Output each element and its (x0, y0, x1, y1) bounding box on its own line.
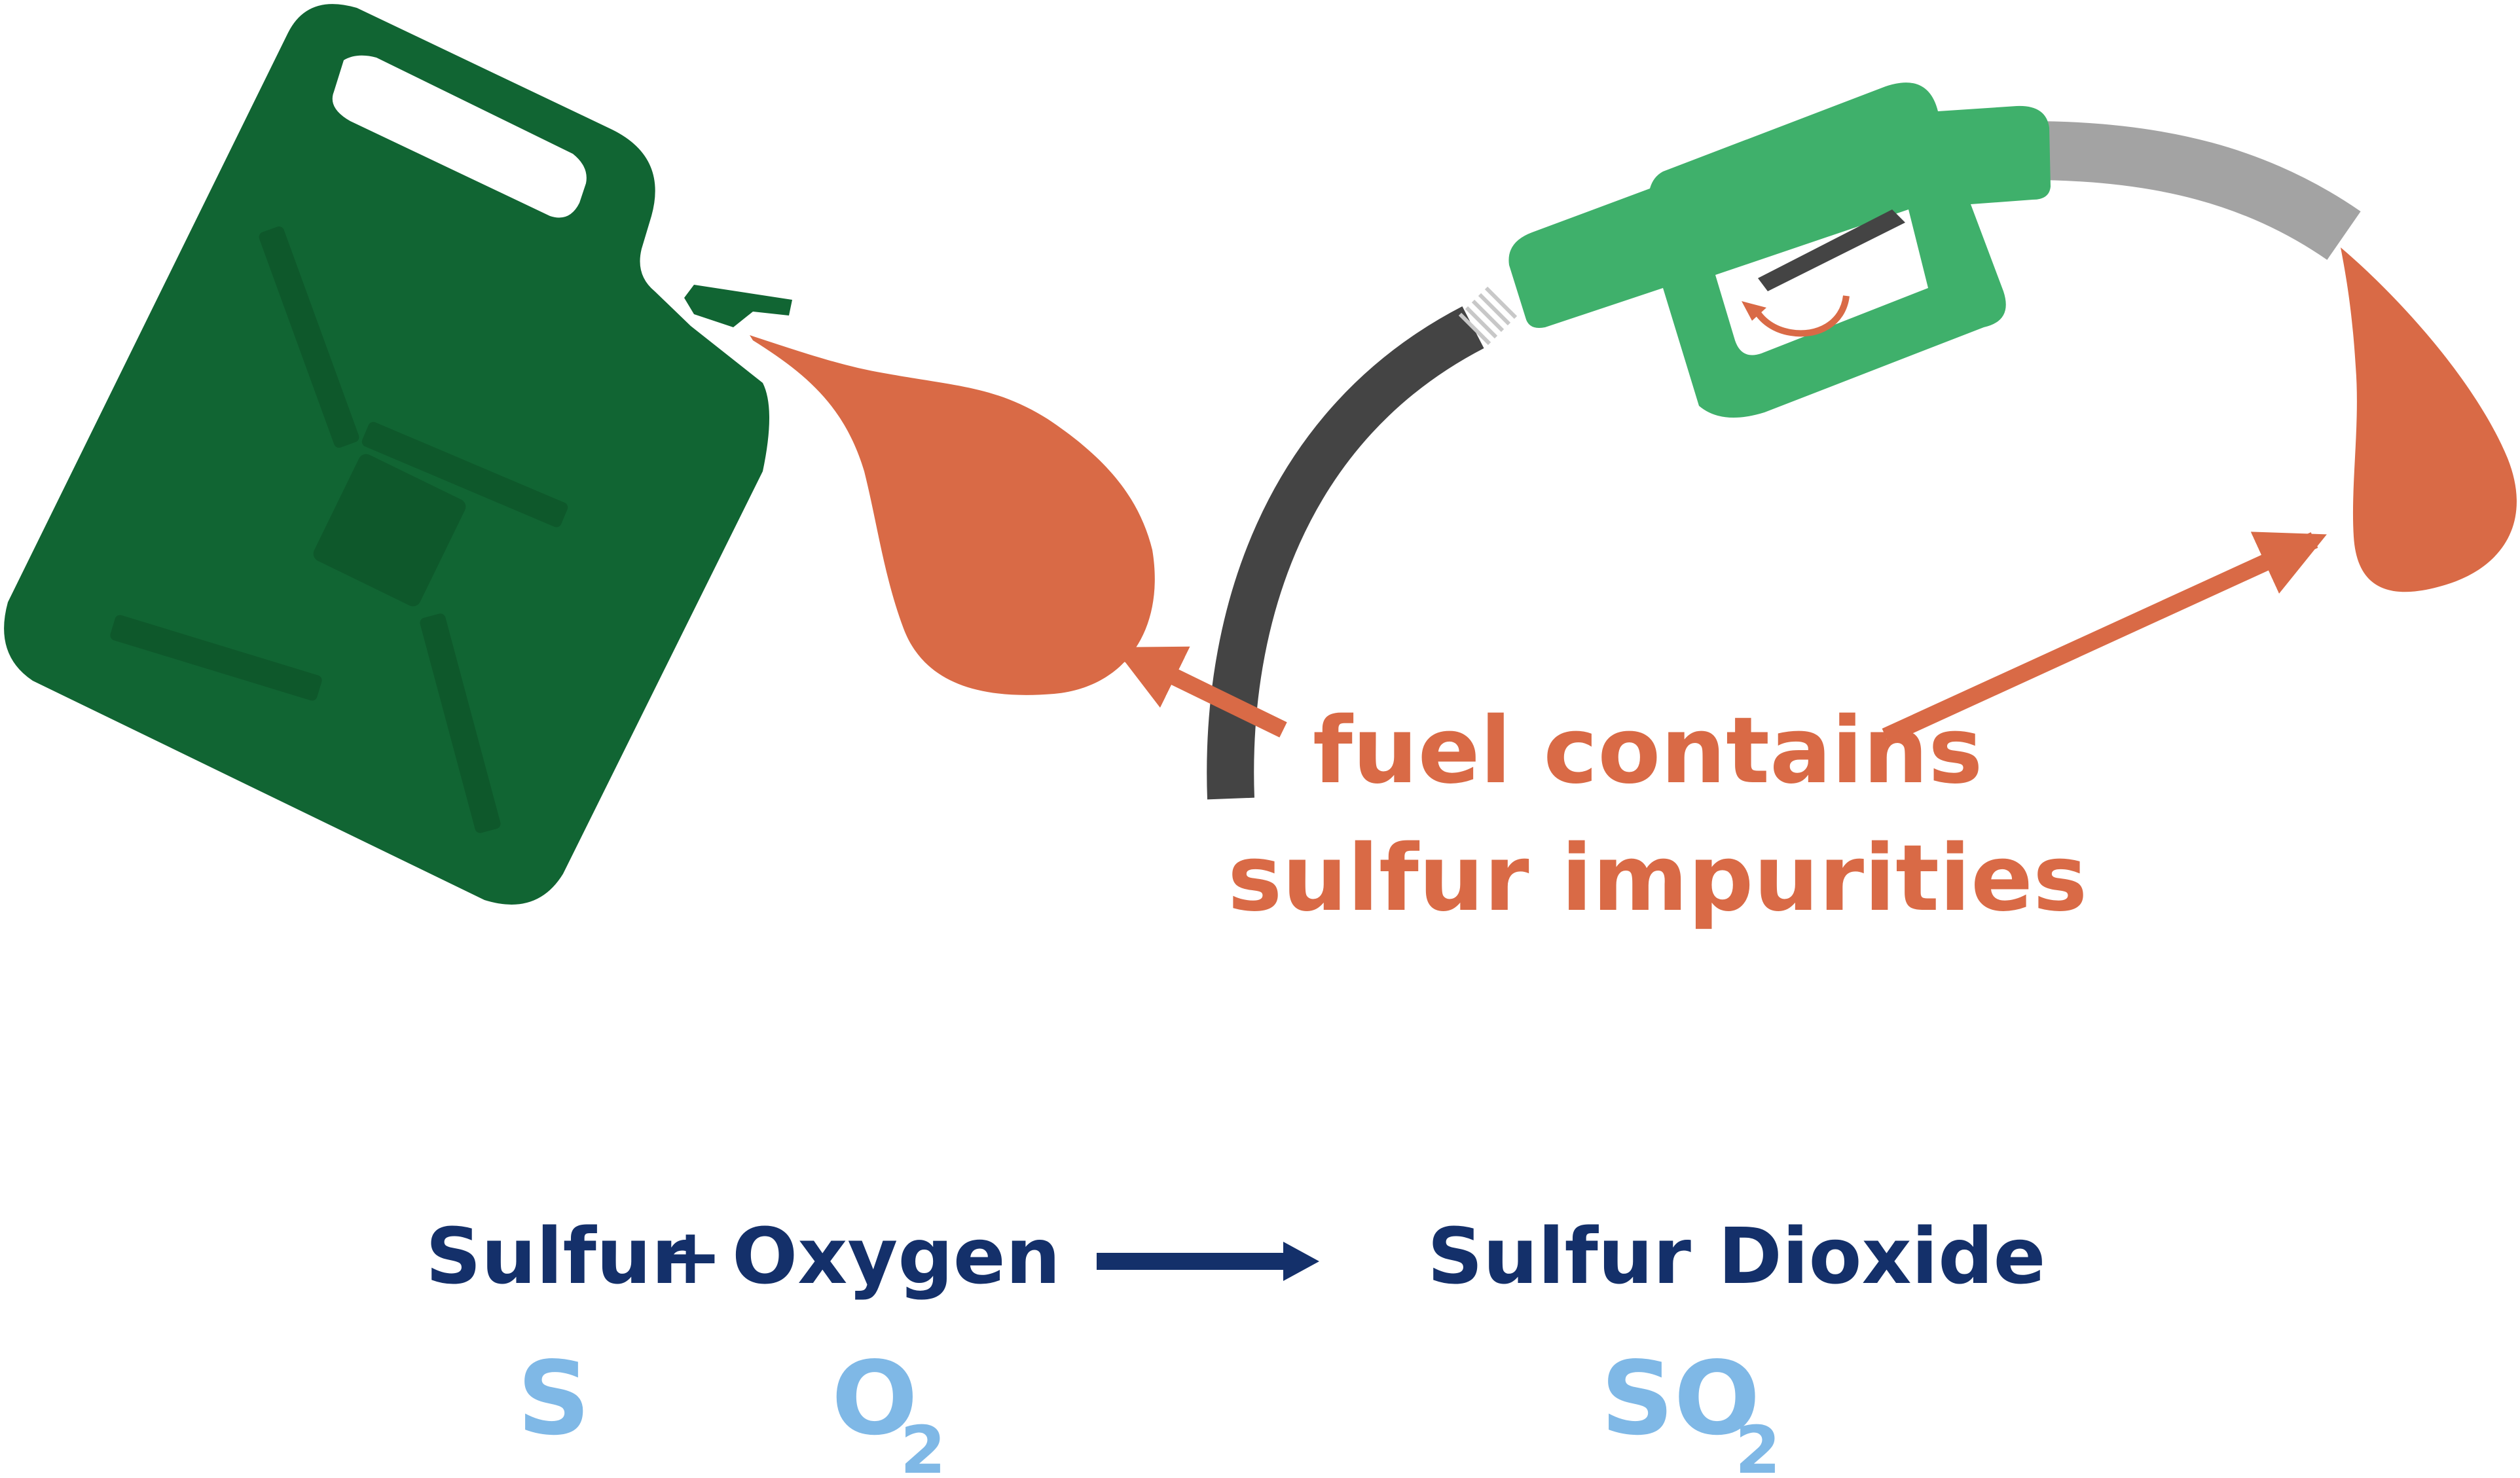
formula-sulfur-dioxide: SO (1601, 1339, 1760, 1458)
fuel-drop-left (750, 335, 1155, 695)
formula-sulfur: S (517, 1339, 591, 1458)
formula-sulfur-dioxide-subscript: 2 (1735, 1412, 1781, 1478)
jerry-can-handle-hole (332, 55, 587, 218)
pump-nozzle-body (1508, 82, 2051, 418)
callout-arrow-right (1882, 532, 2327, 744)
callout-arrow-left (1114, 645, 1287, 738)
hose-spring (1458, 286, 1518, 346)
pump-trigger-window (1715, 209, 1928, 355)
formula-oxygen: O (831, 1339, 918, 1458)
formula-oxygen-subscript: 2 (900, 1412, 946, 1478)
reactant-sulfur-label: Sulfur (426, 1211, 689, 1301)
reactant-oxygen-label: Oxygen (732, 1211, 1061, 1301)
callout-line-1: fuel contains (1313, 698, 1982, 804)
trigger-arrow-head (1742, 301, 1766, 321)
fuel-hose-dark (1207, 306, 1484, 800)
jerry-can-spout (684, 285, 792, 327)
fuel-hose-light (2029, 121, 2361, 261)
reaction-arrow-head (1283, 1242, 1319, 1281)
jerry-can-icon (4, 4, 792, 905)
jerry-can-emboss (110, 226, 568, 833)
pump-trigger-lever (1758, 209, 1905, 291)
pump-nozzle-icon (1508, 82, 2051, 418)
trigger-curved-arrow (1751, 295, 1850, 337)
fuel-drop-right (2341, 247, 2517, 592)
plus-sign: + (658, 1211, 723, 1301)
product-sulfur-dioxide-label: Sulfur Dioxide (1427, 1211, 2046, 1301)
callout-line-2: sulfur impurities (1228, 825, 2087, 932)
